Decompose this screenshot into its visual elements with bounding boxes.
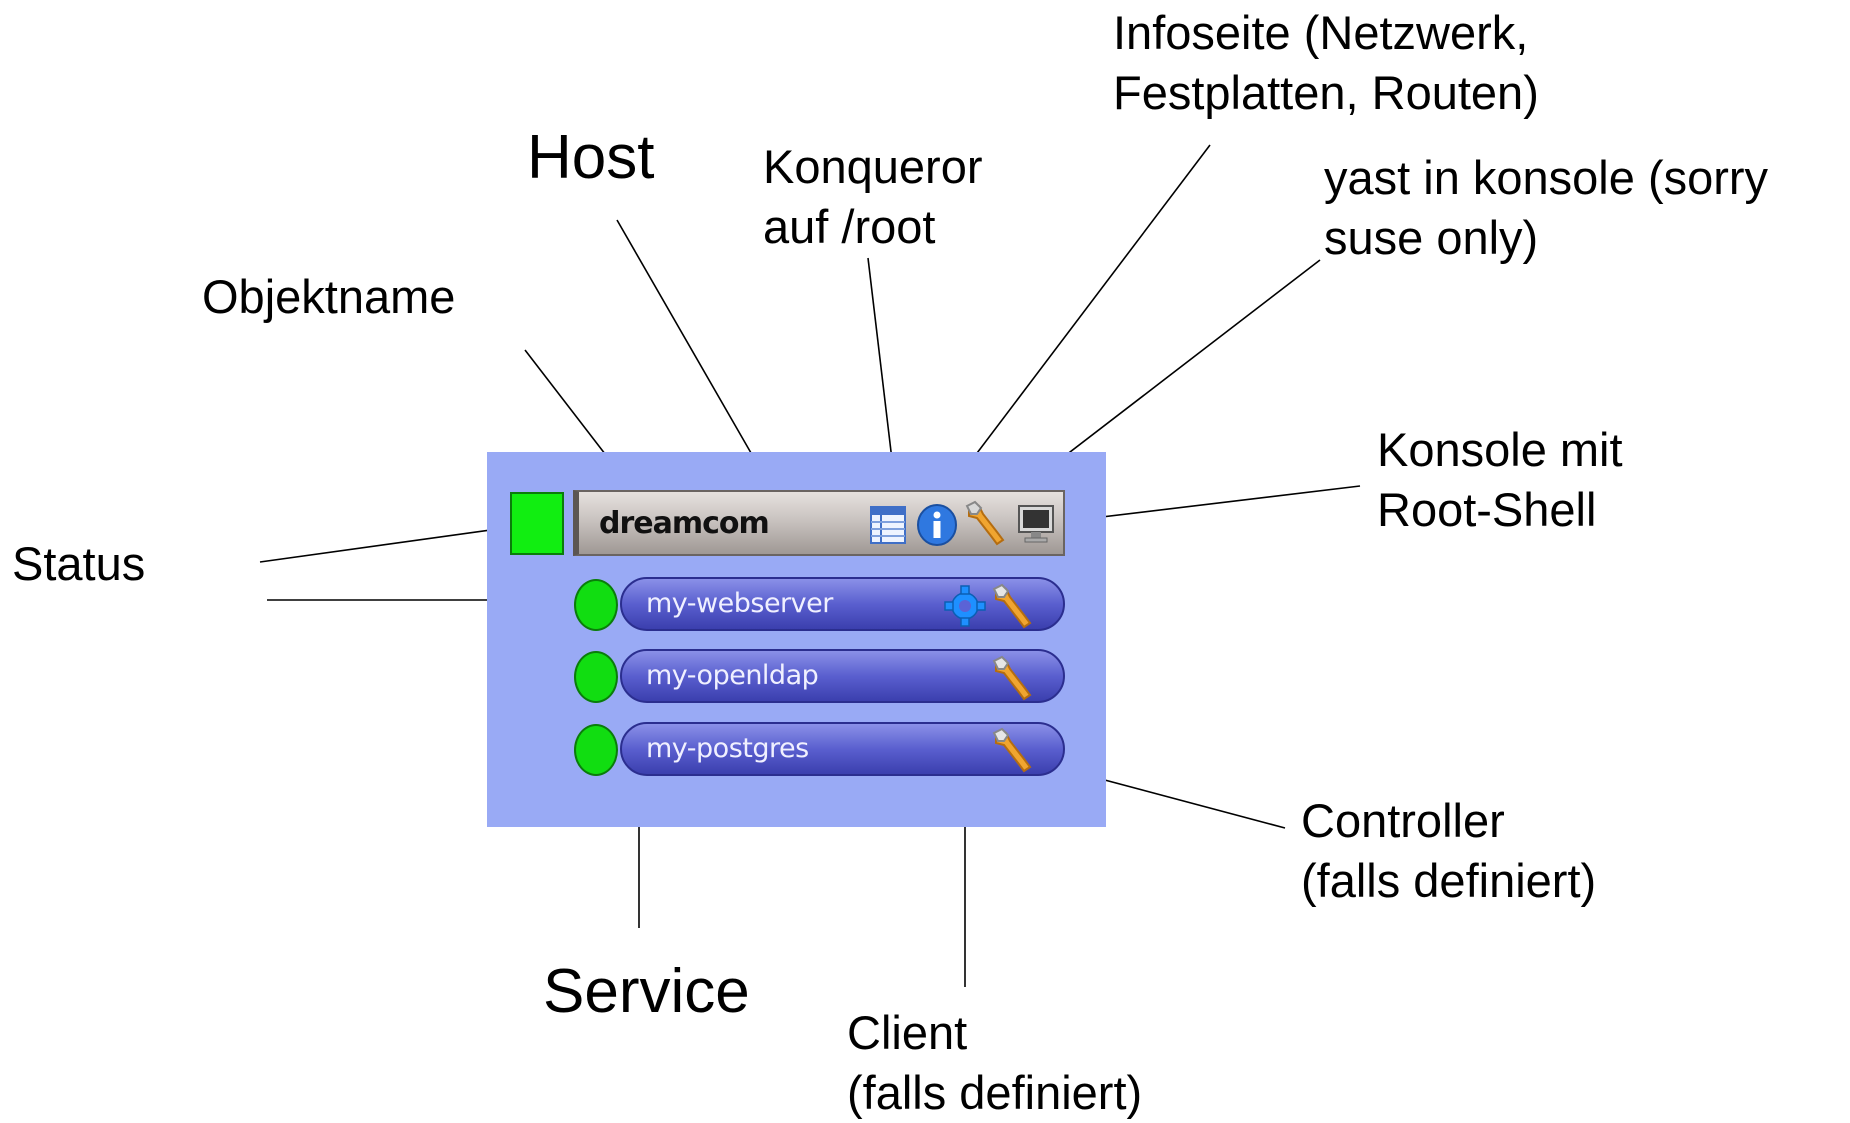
- konqueror-label: Konqueror auf /root: [763, 140, 983, 253]
- monitor-icon[interactable]: [1016, 503, 1056, 545]
- leader-status-host: [259, 526, 513, 563]
- service-bar-postgres[interactable]: my-postgres: [620, 722, 1065, 776]
- status-label: Status: [12, 537, 146, 590]
- service-status-postgres: [574, 724, 618, 776]
- table-icon[interactable]: [869, 505, 907, 545]
- service-bar-webserver[interactable]: my-webserver: [620, 577, 1065, 631]
- yast-label: yast in konsole (sorry suse only): [1324, 151, 1769, 264]
- wrench-icon[interactable]: [990, 655, 1036, 703]
- host-name: dreamcom: [599, 506, 770, 541]
- controller-label: Controller (falls definiert): [1301, 794, 1597, 907]
- wrench-icon[interactable]: [963, 500, 1009, 548]
- service-status-openldap: [574, 651, 618, 703]
- service-name: my-postgres: [646, 733, 809, 764]
- service-bar-openldap[interactable]: my-openldap: [620, 649, 1065, 703]
- wrench-icon[interactable]: [990, 583, 1036, 631]
- service-name: my-openldap: [646, 660, 819, 691]
- objektname-label: Objektname: [202, 270, 456, 323]
- info-icon[interactable]: [916, 503, 958, 547]
- service-label: Service: [543, 957, 750, 1026]
- leader-host: [616, 219, 771, 487]
- service-name: my-webserver: [646, 588, 833, 619]
- infoseite-label: Infoseite (Netzwerk, Festplatten, Routen…: [1113, 6, 1539, 119]
- konsole-label: Konsole mit Root-Shell: [1377, 423, 1623, 536]
- wrench-icon[interactable]: [990, 727, 1036, 775]
- host-status-indicator: [510, 492, 564, 555]
- client-label: Client (falls definiert): [847, 1006, 1143, 1119]
- host-label: Host: [527, 123, 655, 192]
- service-status-webserver: [574, 579, 618, 631]
- gear-icon[interactable]: [944, 585, 986, 627]
